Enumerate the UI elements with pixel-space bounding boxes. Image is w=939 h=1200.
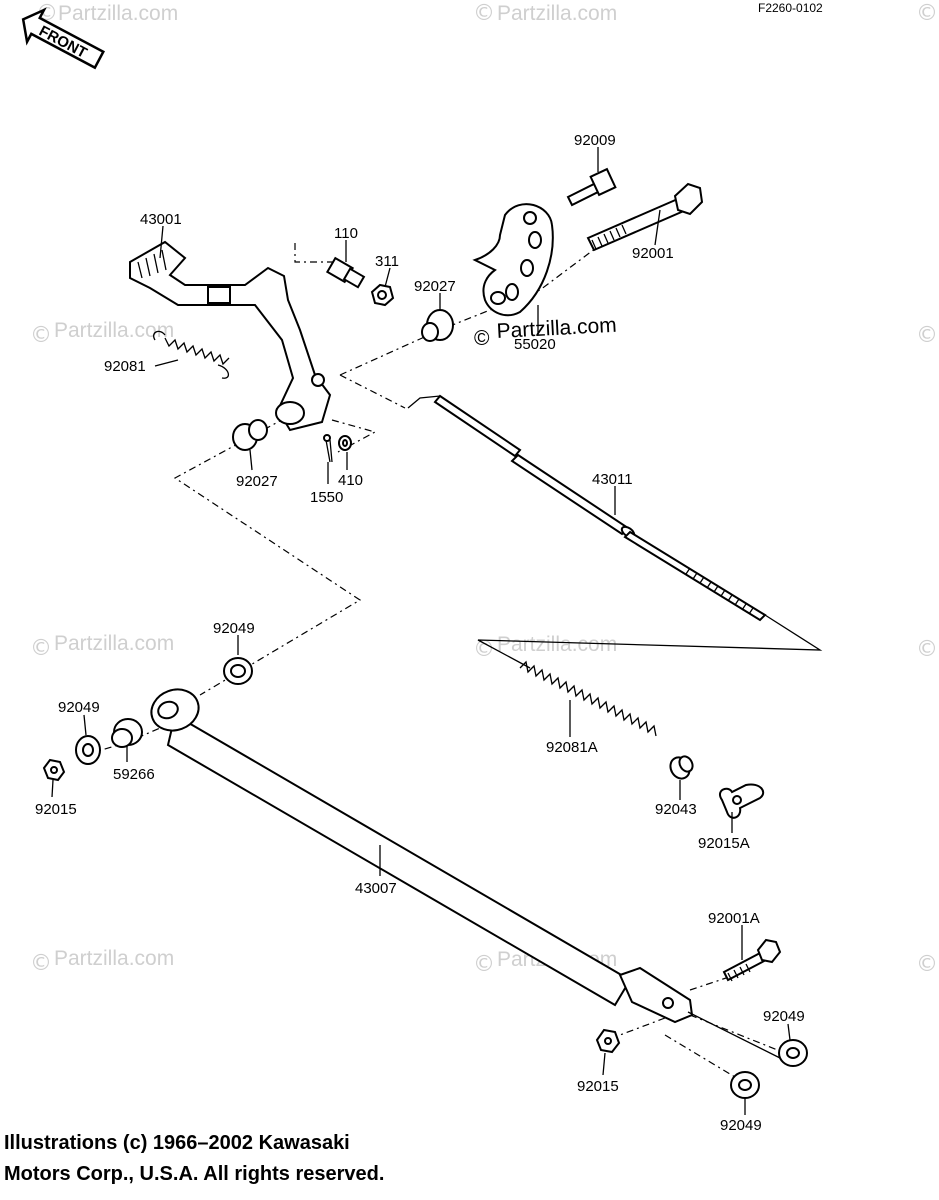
washer-92049-bottom [730, 1071, 760, 1099]
watermark-symbol: © [916, 952, 938, 977]
washer-92049-left [75, 735, 101, 765]
spring-92081 [153, 330, 230, 379]
copyright-line-2: Motors Corp., U.S.A. All rights reserved… [4, 1163, 385, 1185]
part-label-92081: 92081 [104, 358, 146, 375]
watermark: Partzilla.com [54, 319, 174, 342]
watermark-symbol: © [473, 637, 495, 662]
cotter-pin-550 [323, 434, 333, 463]
watermark-symbol: © [30, 323, 52, 348]
part-label-92081A: 92081A [546, 739, 598, 756]
part-label-43011: 43011 [592, 471, 633, 488]
watermark-symbol: © [473, 952, 495, 977]
washer-92049-upper [223, 657, 253, 685]
part-label-92001A: 92001A [708, 910, 760, 927]
washer-410 [338, 435, 352, 451]
washer-92049-right [778, 1039, 808, 1067]
watermark: Partzilla.com [58, 2, 178, 25]
part-label-92043: 92043 [655, 801, 697, 818]
watermark-symbol: © [473, 1, 495, 26]
part-label-550: 1550 [310, 489, 343, 506]
part-label-92049-bottom: 92049 [720, 1117, 762, 1134]
part-label-92015-bottom: 92015 [577, 1078, 619, 1095]
part-label-55020: 55020 [514, 336, 556, 353]
front-arrow-label: FRONT [36, 23, 90, 62]
watermark: Partzilla.com [497, 2, 617, 25]
nut-311 [370, 283, 395, 307]
watermark-symbol: © [30, 636, 52, 661]
watermark-symbol: © [916, 637, 938, 662]
watermark-symbol: © [474, 327, 490, 350]
joint-92043 [669, 755, 694, 780]
part-label-92009: 92009 [574, 132, 616, 149]
watermark-layer: © Partzilla.com © Partzilla.com © © Part… [30, 1, 938, 977]
part-labels: 43001 110 311 92009 92001 92027 55020 92… [35, 132, 805, 1134]
brake-pedal-43001 [129, 240, 332, 432]
bolt-92009 [566, 167, 617, 207]
watermark-symbol: © [916, 1, 938, 26]
copyright-line-1: Illustrations (c) 1966–2002 Kawasaki [4, 1132, 350, 1154]
brake-rod-43011 [407, 394, 767, 622]
bushing-59266 [111, 718, 143, 748]
part-label-59266: 59266 [113, 766, 155, 783]
collar-92027-top [421, 309, 454, 342]
part-label-92049-upper: 92049 [213, 620, 255, 637]
bolt-110 [325, 256, 366, 289]
part-label-92015-left: 92015 [35, 801, 77, 818]
wing-nut-92015A [719, 783, 765, 819]
part-label-92027-top: 92027 [414, 278, 456, 295]
bolt-92001A [722, 938, 782, 982]
bracket-55020 [472, 203, 554, 317]
watermark: Partzilla.com [54, 632, 174, 655]
part-label-110: 110 [334, 225, 358, 242]
part-label-92015A: 92015A [698, 835, 750, 852]
collar-92027-left [232, 419, 268, 451]
nut-92015-bottom [595, 1028, 621, 1054]
part-label-92049-right: 92049 [763, 1008, 805, 1025]
leader-lines [51, 147, 791, 1115]
nut-92015-left [42, 758, 66, 782]
part-label-410: 410 [338, 472, 363, 489]
figure-code: F2260-0102 [758, 1, 823, 15]
watermark: Partzilla.com [54, 947, 174, 970]
part-label-43007: 43007 [355, 880, 397, 897]
watermark-symbol: © [916, 323, 938, 348]
watermark-symbol: © [30, 951, 52, 976]
cross-shaft-43007 [150, 688, 781, 1059]
assembly-centerlines [94, 243, 823, 1081]
bolt-92001 [586, 182, 704, 252]
watermark: Partzilla.com [497, 633, 617, 656]
part-label-92001: 92001 [632, 245, 674, 262]
part-label-92027-left: 92027 [236, 473, 278, 490]
spring-92081A [519, 660, 657, 737]
part-label-311: 311 [375, 253, 399, 270]
part-label-92049-left: 92049 [58, 699, 100, 716]
part-label-43001: 43001 [140, 211, 182, 228]
